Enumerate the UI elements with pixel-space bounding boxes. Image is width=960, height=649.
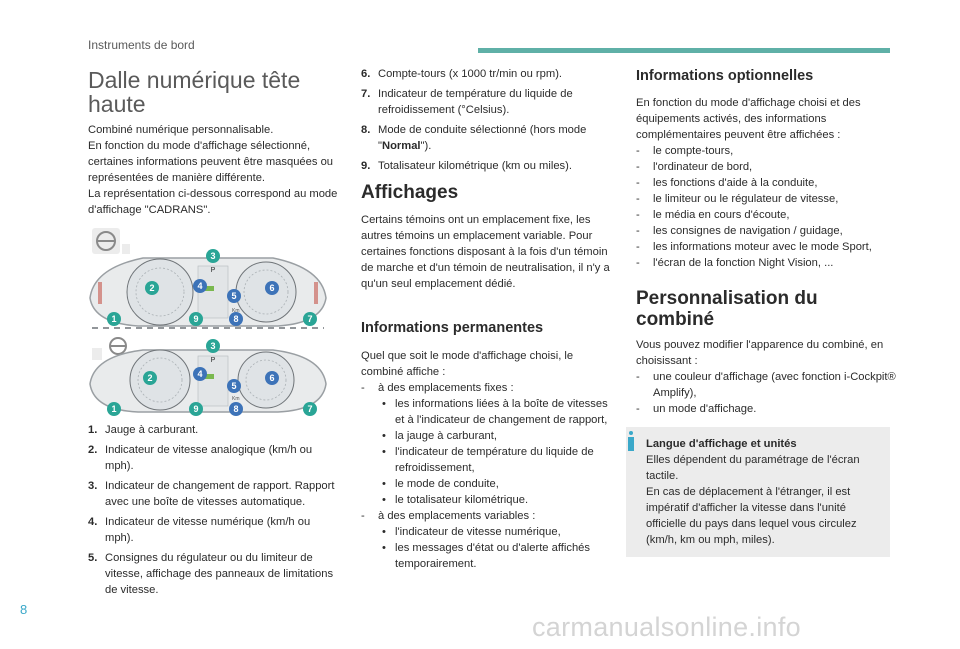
list-item: •l'indicateur de vitesse numérique, xyxy=(382,526,561,538)
list-item: •le mode de conduite, xyxy=(382,478,499,490)
svg-text:8: 8 xyxy=(233,404,238,414)
list-item: -les fonctions d'aide à la conduite, xyxy=(636,177,818,189)
svg-text:4: 4 xyxy=(197,281,202,291)
callouts-top: 3 2 4 5 6 1 9 8 7 xyxy=(107,249,317,326)
page-title-line2: haute xyxy=(88,91,146,117)
intro-p2: En fonction du mode d'affichage sélectio… xyxy=(88,140,334,184)
list-item: •le totalisateur kilométrique. xyxy=(382,494,529,506)
header-rule xyxy=(478,48,890,53)
permanentes-heading: Informations permanentes xyxy=(361,320,544,336)
svg-text:8: 8 xyxy=(233,314,238,324)
list-item: -le limiteur ou le régulateur de vitesse… xyxy=(636,193,839,205)
info-line1: Elles dépendent du paramétrage de l'écra… xyxy=(646,454,860,482)
permanentes-list: -à des emplacements fixes : •les informa… xyxy=(361,380,617,572)
page-number: 8 xyxy=(20,602,28,617)
optionnelles-list: -le compte-tours, -l'ordinateur de bord,… xyxy=(636,143,898,271)
driver-icon-bottom xyxy=(92,337,127,360)
personnalisation-intro: Vous pouvez modifier l'apparence du comb… xyxy=(636,339,884,367)
list-item: -l'ordinateur de bord, xyxy=(636,161,753,173)
svg-text:1: 1 xyxy=(111,404,116,414)
list-item: -les informations moteur avec le mode Sp… xyxy=(636,241,872,253)
svg-text:7: 7 xyxy=(307,314,312,324)
svg-text:3: 3 xyxy=(210,341,215,351)
section-label: Instruments de bord xyxy=(88,38,195,52)
personnalisation-heading: Personnalisation du combiné xyxy=(636,288,818,330)
gear-indicator-bottom: P xyxy=(211,357,216,364)
variables-list: •l'indicateur de vitesse numérique, •les… xyxy=(378,524,617,572)
affichages-text: Certains témoins ont un emplacement fixe… xyxy=(361,214,610,290)
legend-item: 6.Compte-tours (x 1000 tr/min ou rpm). xyxy=(361,68,563,80)
legend-item: 7.Indicateur de température du liquide d… xyxy=(361,88,573,116)
legend-item: 1.Jauge à carburant. xyxy=(88,424,199,436)
svg-text:6: 6 xyxy=(269,373,274,383)
watermark: carmanualsonline.info xyxy=(532,612,801,642)
page-title-line1: Dalle numérique tête xyxy=(88,67,301,93)
svg-text:2: 2 xyxy=(149,283,154,293)
list-item: •la jauge à carburant, xyxy=(382,430,497,442)
legend-item: 4.Indicateur de vitesse numérique (km/h … xyxy=(88,516,311,544)
info-title: Langue d'affichage et unités xyxy=(646,438,797,450)
optionnelles-intro: En fonction du mode d'affichage choisi e… xyxy=(636,97,861,141)
legend-list-a: 1.Jauge à carburant. 2.Indicateur de vit… xyxy=(88,422,338,602)
cluster-bottom: P Km xyxy=(89,349,327,413)
list-item: -à des emplacements variables : •l'indic… xyxy=(361,508,617,572)
legend-item: 9.Totalisateur kilométrique (km ou miles… xyxy=(361,160,572,172)
list-item: -une couleur d'affichage (avec fonction … xyxy=(636,371,896,399)
gear-indicator-top: P xyxy=(211,267,216,274)
info-line2: En cas de déplacement à l'étranger, il e… xyxy=(646,486,857,546)
list-item: -le média en cours d'écoute, xyxy=(636,209,790,221)
info-text: Langue d'affichage et unités Elles dépen… xyxy=(646,436,886,548)
svg-text:5: 5 xyxy=(231,291,236,301)
svg-text:2: 2 xyxy=(147,373,152,383)
optionnelles-heading: Informations optionnelles xyxy=(636,68,814,84)
cluster-top: P Km xyxy=(89,257,327,327)
fixes-list: •les informations liées à la boîte de vi… xyxy=(378,396,617,508)
svg-text:5: 5 xyxy=(231,381,236,391)
permanentes-intro: Quel que soit le mode d'affichage choisi… xyxy=(361,350,574,378)
svg-text:9: 9 xyxy=(193,314,198,324)
legend-item: 3.Indicateur de changement de rapport. R… xyxy=(88,480,335,508)
personnalisation-text: Vous pouvez modifier l'apparence du comb… xyxy=(636,337,898,417)
list-item: -l'écran de la fonction Night Vision, ..… xyxy=(636,257,834,269)
list-item: -un mode d'affichage. xyxy=(636,403,757,415)
permanentes-text: Quel que soit le mode d'affichage choisi… xyxy=(361,348,617,572)
list-item: •l'indicateur de température du liquide … xyxy=(382,446,594,474)
intro-text: Combiné numérique personnalisable. En fo… xyxy=(88,122,353,218)
intro-p3: La représentation ci-dessous correspond … xyxy=(88,188,338,216)
legend-item: 2.Indicateur de vitesse analogique (km/h… xyxy=(88,444,313,472)
svg-text:1: 1 xyxy=(111,314,116,324)
legend-item: 8.Mode de conduite sélectionné (hors mod… xyxy=(361,124,587,152)
page-title: Dalle numérique tête haute xyxy=(88,68,348,116)
callouts-bottom: 3 2 4 5 6 1 9 8 7 xyxy=(107,339,317,416)
intro-p1: Combiné numérique personnalisable. xyxy=(88,124,274,136)
list-item: -les consignes de navigation / guidage, xyxy=(636,225,843,237)
legend-item: 5.Consignes du régulateur ou du limiteur… xyxy=(88,552,334,596)
cluster-figure: P Km 3 2 4 5 6 1 9 8 7 P Km 3 2 4 5 6 xyxy=(89,228,327,416)
svg-text:4: 4 xyxy=(197,369,202,379)
info-icon xyxy=(629,431,633,435)
km-label-bottom: Km xyxy=(232,396,240,402)
list-item: -à des emplacements fixes : •les informa… xyxy=(361,380,617,508)
legend-list-b: 6.Compte-tours (x 1000 tr/min ou rpm). 7… xyxy=(361,66,611,178)
list-item: -le compte-tours, xyxy=(636,145,734,157)
km-label-top: Km xyxy=(232,308,240,314)
list-item: •les informations liées à la boîte de vi… xyxy=(382,398,608,426)
svg-text:7: 7 xyxy=(307,404,312,414)
list-item: •les messages d'état ou d'alerte affiché… xyxy=(382,542,590,570)
info-box xyxy=(626,427,890,557)
svg-text:6: 6 xyxy=(269,283,274,293)
info-icon-bar xyxy=(628,437,634,451)
driver-icon-top xyxy=(92,228,130,254)
affichages-heading: Affichages xyxy=(361,182,459,203)
svg-text:9: 9 xyxy=(193,404,198,414)
personnalisation-list: -une couleur d'affichage (avec fonction … xyxy=(636,369,898,417)
optionnelles-text: En fonction du mode d'affichage choisi e… xyxy=(636,95,898,271)
svg-text:3: 3 xyxy=(210,251,215,261)
